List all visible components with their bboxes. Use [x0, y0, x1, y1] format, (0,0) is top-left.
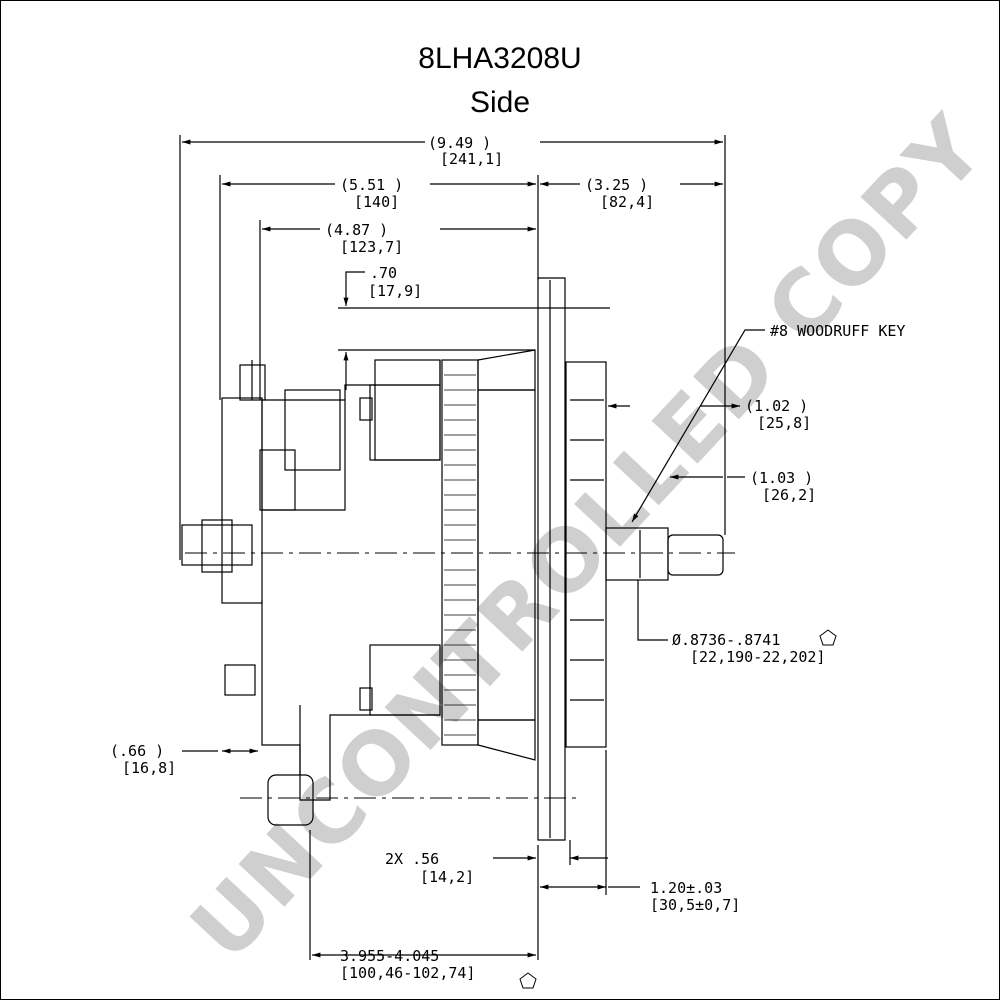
upper-boss: [374, 359, 441, 386]
dim-shaft-inch: (1.03 ): [750, 469, 813, 487]
mount-bushing: [267, 774, 314, 826]
critical-dimension-icon: [519, 972, 537, 989]
dim-overall-mm: [241,1]: [440, 150, 503, 168]
dim-ears-inch: 2X .56: [385, 850, 439, 868]
dim-rear-mm: [123,7]: [340, 238, 403, 256]
dim-overall-inch: (9.49 ): [428, 134, 491, 152]
dim-pulley-inch: 1.20±.03: [650, 879, 722, 897]
dim-front-inch: (3.25 ): [585, 176, 648, 194]
woodruff-key-label: #8 WOODRUFF KEY: [770, 322, 905, 340]
dim-fan-inch: (1.02 ): [745, 397, 808, 415]
shaft: [667, 534, 724, 576]
regulator-block: [261, 399, 346, 511]
output-terminal: [181, 524, 253, 566]
dim-body-inch: (5.51 ): [340, 176, 403, 194]
regulator-box: [284, 389, 341, 471]
critical-dimension-icon: [819, 629, 837, 646]
dim-offset-leader: [343, 271, 365, 306]
model-title: 8LHA3208U: [418, 42, 582, 75]
terminal-block: [259, 449, 296, 511]
dim-mount-inch: 3.955-4.045: [340, 947, 439, 965]
dim-front-mm: [82,4]: [600, 193, 654, 211]
dim-rear-inch: (4.87 ): [325, 221, 388, 239]
mounting-flange: [537, 277, 566, 841]
front-housing: [477, 389, 536, 721]
mount-ear-rear: [299, 705, 440, 801]
rear-housing-lower: [261, 600, 301, 775]
dim-shaft-mm: [26,2]: [762, 486, 816, 504]
upper-bolt-head: [359, 397, 373, 421]
lower-bolt-head: [359, 687, 373, 711]
dim-offset-mm: [17,9]: [368, 282, 422, 300]
front-frame-upper: [477, 349, 536, 391]
dim-terminal-inch: (.66 ): [110, 742, 164, 760]
rear-frame-upper: [344, 360, 441, 461]
dim-offset-inch: .70: [370, 264, 397, 282]
dim-pulley-mm: [30,5±0,7]: [650, 896, 740, 914]
dim-body-mm: [140]: [354, 193, 399, 211]
dim-diameter-mm: [22,190-22,202]: [690, 648, 825, 666]
dim-terminal-mm: [16,8]: [122, 759, 176, 777]
output-nut: [201, 519, 233, 573]
woodruff-key-leader: [631, 329, 765, 523]
dim-mount-mm: [100,46-102,74]: [340, 964, 475, 982]
view-title: Side: [469, 86, 531, 119]
dim-diameter-inch: Ø.8736-.8741: [672, 631, 780, 649]
dim-ears-mm: [14,2]: [420, 868, 474, 886]
diameter-leader: [637, 580, 668, 641]
ground-terminal-nut: [224, 664, 256, 696]
upper-bolt-boss: [369, 384, 441, 461]
dim-fan-mm: [25,8]: [757, 414, 811, 432]
front-frame-lower: [477, 719, 536, 761]
